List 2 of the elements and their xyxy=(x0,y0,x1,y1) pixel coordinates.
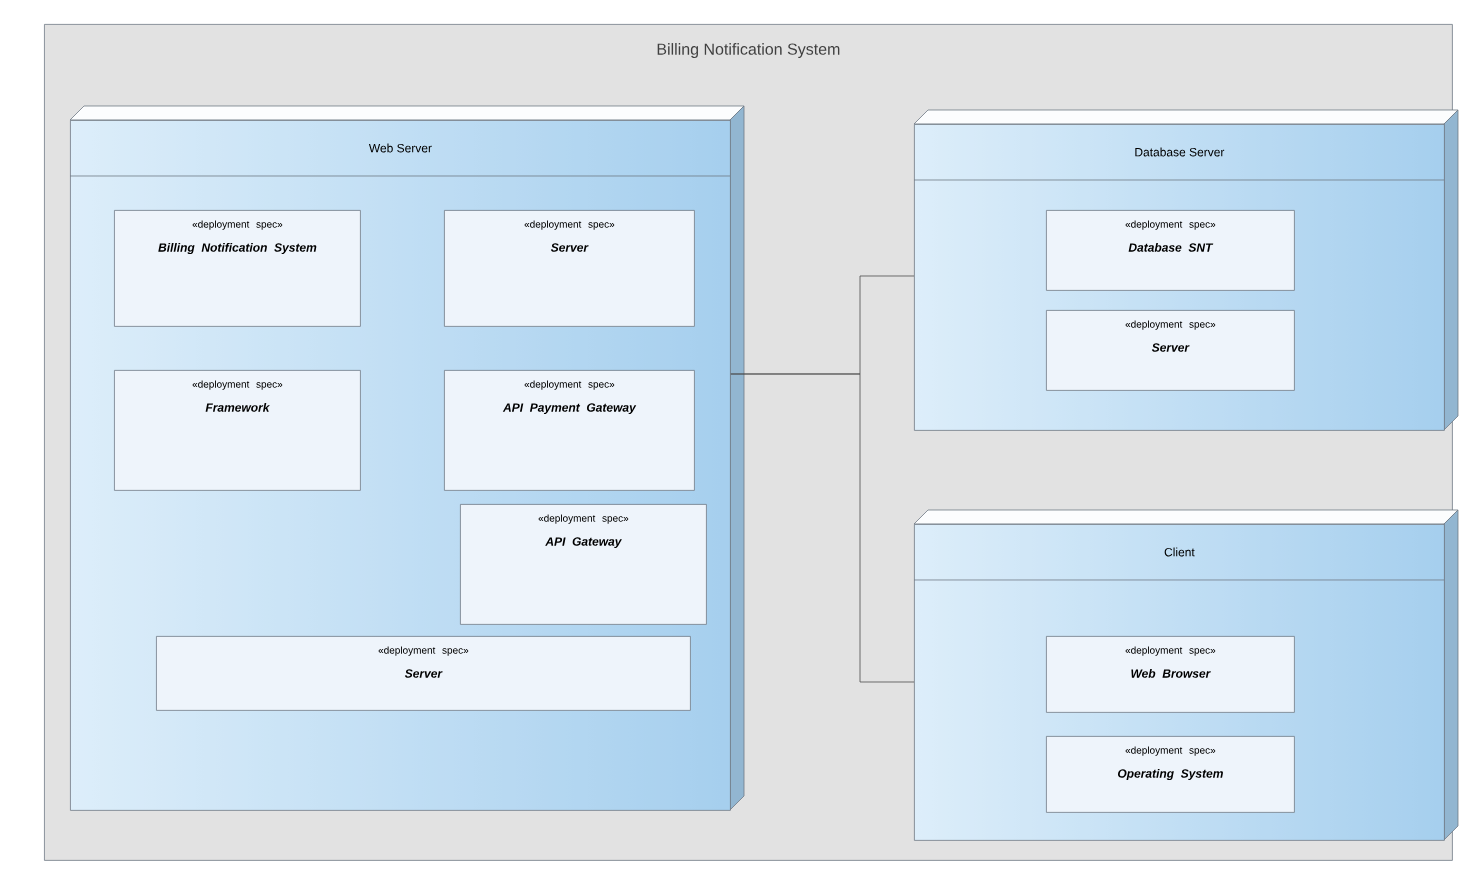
connector-line xyxy=(730,373,915,683)
diagram-title: Billing Notification System xyxy=(657,43,840,58)
